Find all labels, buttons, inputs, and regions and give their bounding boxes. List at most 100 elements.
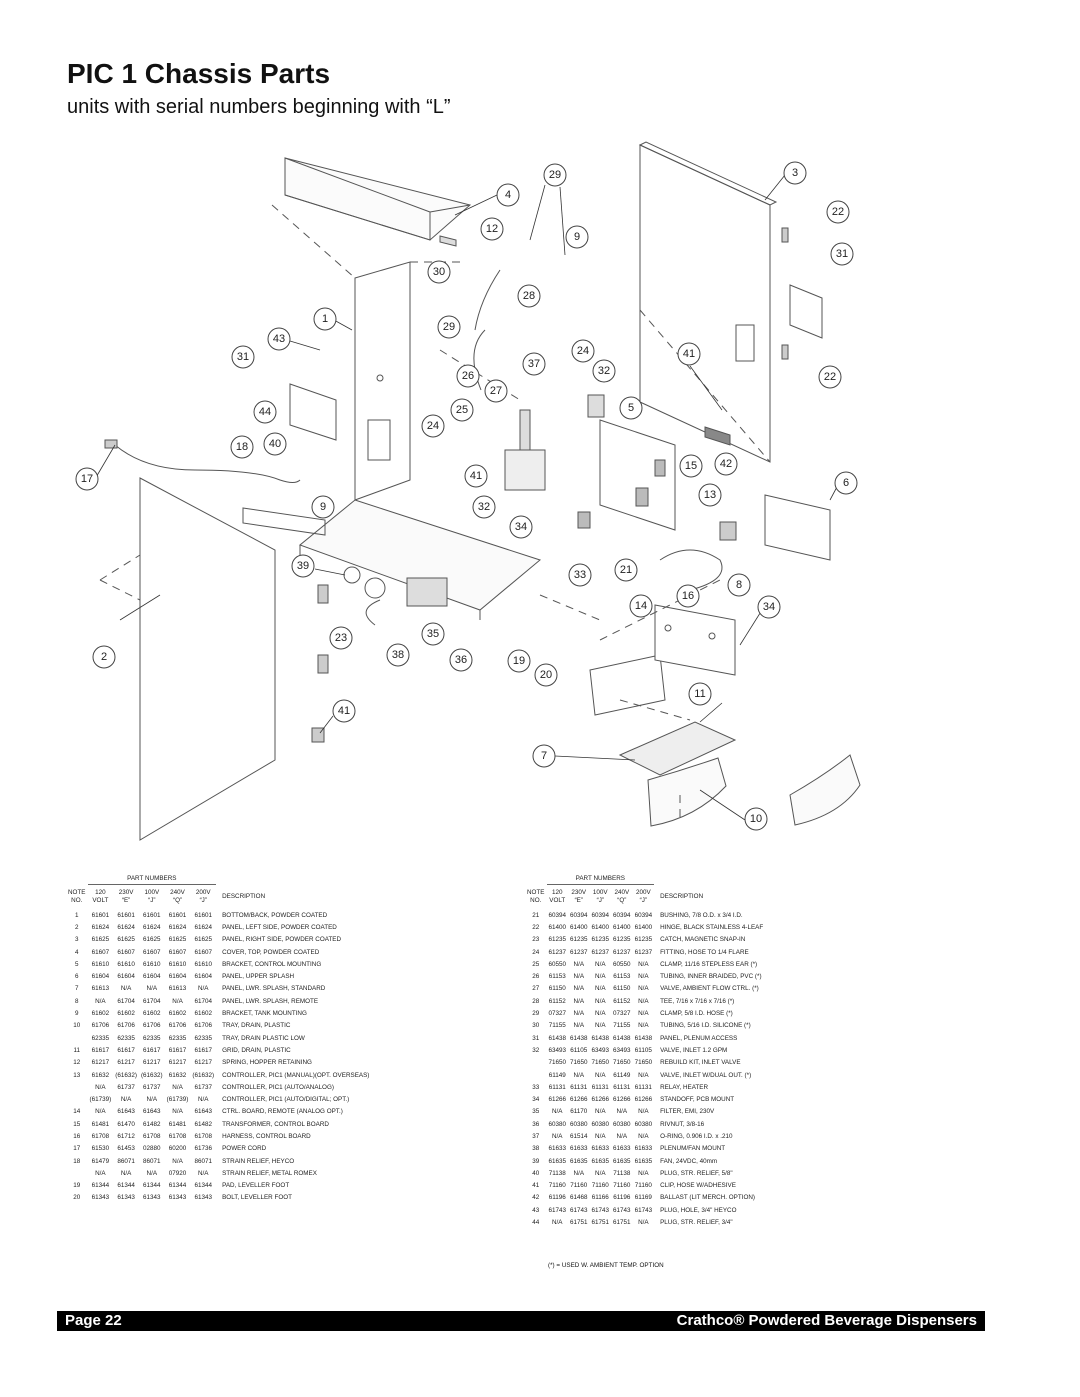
callout-number: 37 bbox=[528, 358, 540, 370]
part-number-cell: 61617 bbox=[143, 1046, 161, 1054]
drain-tray-drawing bbox=[647, 754, 861, 827]
description-cell: STRAIN RELIEF, HEYCO bbox=[222, 1157, 295, 1165]
part-number-cell: 71160 bbox=[591, 1182, 609, 1190]
part-number-cell: 61633 bbox=[634, 1145, 653, 1153]
callout-34: 34 bbox=[509, 515, 533, 539]
table-footnote: (*) = USED W. AMBIENT TEMP. OPTION bbox=[548, 1262, 664, 1269]
callout-22: 22 bbox=[818, 365, 842, 389]
part-number-cell: 61266 bbox=[613, 1096, 631, 1104]
callout-32: 32 bbox=[592, 359, 616, 383]
part-number-cell: 61438 bbox=[548, 1034, 567, 1042]
callout-33: 33 bbox=[568, 563, 592, 587]
note-number-cell: 17 bbox=[73, 1145, 81, 1153]
part-number-cell: 61743 bbox=[613, 1206, 631, 1214]
part-number-cell: 61624 bbox=[91, 923, 110, 931]
callout-circle bbox=[313, 307, 337, 331]
part-number-cell: N/A bbox=[595, 985, 606, 993]
part-number-cell: 61613 bbox=[168, 985, 187, 993]
part-number-cell: 61743 bbox=[548, 1206, 567, 1214]
callout-number: 15 bbox=[685, 460, 697, 472]
note-number-cell: 33 bbox=[532, 1083, 540, 1091]
part-number-cell: 61625 bbox=[194, 936, 212, 944]
part-number-cell: 61624 bbox=[143, 923, 161, 931]
callout-number: 9 bbox=[574, 231, 580, 243]
part-number-cell: 61751 bbox=[613, 1219, 631, 1227]
callout-circle bbox=[698, 483, 722, 507]
callout-31: 31 bbox=[231, 345, 255, 369]
description-cell: PANEL, LWR. SPLASH, REMOTE bbox=[222, 997, 319, 1005]
callout-31: 31 bbox=[830, 242, 854, 266]
callout-number: 41 bbox=[338, 705, 350, 717]
upper-splash-panel-drawing bbox=[764, 494, 831, 561]
part-number-cell: 62335 bbox=[91, 1034, 110, 1042]
part-number-cell: 61625 bbox=[91, 936, 110, 944]
note-number-cell: 39 bbox=[532, 1157, 540, 1165]
part-number-cell: 61708 bbox=[194, 1132, 212, 1140]
callout-circle bbox=[263, 432, 287, 456]
note-number-cell: 4 bbox=[74, 948, 79, 956]
part-number-cell: 61400 bbox=[570, 923, 588, 931]
callout-41: 41 bbox=[332, 699, 356, 723]
note-number-cell: 31 bbox=[532, 1034, 540, 1042]
note-number-cell: 20 bbox=[73, 1194, 81, 1202]
callout-9: 9 bbox=[565, 225, 589, 249]
part-number-cell: (61739) bbox=[89, 1096, 112, 1104]
part-number-cell: 61343 bbox=[143, 1194, 161, 1202]
part-number-cell: 61704 bbox=[117, 997, 135, 1005]
part-number-cell: 61737 bbox=[194, 1083, 212, 1091]
part-number-cell: 61400 bbox=[548, 923, 567, 931]
part-number-cell: 60394 bbox=[591, 911, 610, 919]
callout-circle bbox=[834, 471, 858, 495]
callout-number: 32 bbox=[598, 365, 610, 377]
callout-21: 21 bbox=[614, 558, 638, 582]
callout-number: 29 bbox=[443, 321, 455, 333]
part-number-cell: (61632) bbox=[140, 1071, 163, 1079]
part-number-cell: N/A bbox=[95, 997, 106, 1005]
part-number-cell: 61105 bbox=[570, 1046, 588, 1054]
part-number-cell: 86071 bbox=[117, 1157, 135, 1165]
callout-23: 23 bbox=[329, 626, 353, 650]
part-number-cell: 61481 bbox=[168, 1120, 187, 1128]
description-cell: CTRL. BOARD, REMOTE (ANALOG OPT.) bbox=[222, 1108, 343, 1116]
callout-17: 17 bbox=[75, 467, 99, 491]
callout-number: 23 bbox=[335, 632, 347, 644]
callout-number: 34 bbox=[763, 601, 775, 613]
part-number-cell: 61610 bbox=[117, 960, 135, 968]
part-number-cell: 61237 bbox=[548, 948, 567, 956]
callout-41: 41 bbox=[464, 464, 488, 488]
note-number-cell: 29 bbox=[532, 1010, 540, 1018]
callout-35: 35 bbox=[421, 622, 445, 646]
description-cell: VALVE, INLET 1.2 GPM bbox=[660, 1046, 728, 1054]
note-number-cell: 18 bbox=[73, 1157, 81, 1165]
part-number-cell: 61131 bbox=[613, 1083, 631, 1091]
callout-number: 4 bbox=[505, 189, 511, 201]
note-number-cell: 10 bbox=[73, 1022, 81, 1030]
part-number-cell: 61217 bbox=[194, 1059, 212, 1067]
callout-circle bbox=[92, 645, 116, 669]
callout-37: 37 bbox=[522, 352, 546, 376]
note-number-cell: 41 bbox=[532, 1182, 540, 1190]
part-number-cell: N/A bbox=[638, 973, 649, 981]
part-number-cell: 61635 bbox=[591, 1157, 610, 1165]
part-number-cell: N/A bbox=[573, 1169, 585, 1177]
callout-circle bbox=[421, 622, 445, 646]
part-number-cell: 61343 bbox=[194, 1194, 212, 1202]
part-number-cell: 61453 bbox=[117, 1145, 135, 1153]
part-number-cell: N/A bbox=[595, 1108, 606, 1116]
part-number-cell: 60394 bbox=[634, 911, 653, 919]
part-number-cell: 61344 bbox=[143, 1182, 161, 1190]
callout-circle bbox=[543, 163, 567, 187]
part-number-cell: 61633 bbox=[591, 1145, 610, 1153]
part-number-cell: N/A bbox=[552, 1219, 563, 1227]
callout-number: 39 bbox=[297, 560, 309, 572]
note-number-cell: 23 bbox=[532, 936, 540, 944]
part-number-cell: 61602 bbox=[91, 1010, 110, 1018]
part-number-cell: 61635 bbox=[613, 1157, 631, 1165]
callout-number: 35 bbox=[427, 628, 439, 640]
callout-number: 8 bbox=[736, 579, 742, 591]
part-number-cell: 60550 bbox=[613, 960, 631, 968]
